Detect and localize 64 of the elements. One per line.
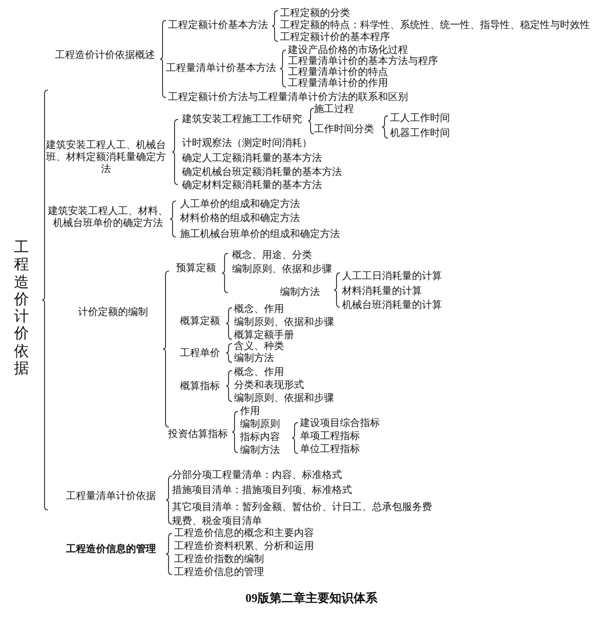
topic-label: 编制方法 xyxy=(280,287,320,299)
topic-label: 编制原则 xyxy=(240,419,280,431)
topic-label: 概念、作用 xyxy=(234,304,284,316)
topic-label: 工程造价信息的管理 xyxy=(66,544,156,556)
topic-label: 编制原则、依据和步骤 xyxy=(234,317,334,329)
topic-label: 概算定额手册 xyxy=(234,330,294,341)
topic-label: 工作时间分类 xyxy=(314,124,374,136)
caption: 09版第二章主要知识体系 xyxy=(244,590,378,607)
topic-label: 工程量清单计价的基本方法与程序 xyxy=(288,56,438,67)
topic-label: 编制方法 xyxy=(234,353,274,365)
topic-label: 工程定额计价基本方法 xyxy=(168,20,268,32)
topic-label: 确定材料定额消耗量的基本方法 xyxy=(182,180,322,192)
topic-label: 概算指标 xyxy=(180,381,220,393)
topic-label: 概算定额 xyxy=(180,316,220,328)
topic-label: 概念、作用 xyxy=(234,367,284,379)
topic-label: 编制原则、依据和步骤 xyxy=(234,393,334,405)
topic-label: 建设项目综合指标 xyxy=(300,418,380,430)
topic-label: 工程量清单计价依据 xyxy=(66,491,156,503)
topic-label: 编制原则、依据和步骤 xyxy=(232,264,332,276)
topic-label: 建筑安装工程人工、机械台班、材料定额消耗量确定方法 xyxy=(45,140,167,176)
topic-label: 建设产品价格的市场化过程 xyxy=(288,45,408,56)
topic-label: 单项工程指标 xyxy=(300,431,360,443)
topic-label: 施工过程 xyxy=(314,104,354,116)
topic-label: 工程量清单计价的作用 xyxy=(288,78,388,90)
topic-label: 概念、用途、分类 xyxy=(232,250,312,262)
topic-label: 施工机械台班单价的组成和确定方法 xyxy=(180,229,340,241)
topic-label: 计价定额的编制 xyxy=(78,307,148,319)
topic-label: 确定机械台班定额消耗量的基本方法 xyxy=(182,167,342,179)
topic-label: 工程造价指数的编制 xyxy=(174,554,264,566)
root-topic: 工程造价计价依据 xyxy=(14,240,29,378)
topic-label: 措施项目清单：措施项目列项、标准格式 xyxy=(172,485,352,497)
topic-label: 单位工程指标 xyxy=(300,444,360,456)
topic-label: 规费、税金项目清单 xyxy=(172,516,262,528)
topic-label: 工程造价资料积累、分析和运用 xyxy=(174,541,314,553)
topic-label: 工人工作时间 xyxy=(390,113,450,125)
topic-label: 工程造价信息的管理 xyxy=(174,567,264,579)
topic-label: 作用 xyxy=(240,406,260,418)
topic-label: 其它项目清单：暂列金额、暂估价、计日工、总承包服务费 xyxy=(172,502,432,514)
topic-label: 工程定额的特点：科学性、系统性、统一性、指导性、稳定性与时效性 xyxy=(280,20,590,32)
topic-label: 机器工作时间 xyxy=(390,128,450,140)
topic-label: 工程定额的分类 xyxy=(280,8,350,20)
topic-label: 材料价格的组成和确定方法 xyxy=(180,213,300,225)
topic-label: 分类和表现形式 xyxy=(234,380,304,392)
topic-label: 预算定额 xyxy=(176,263,216,275)
topic-label: 工程定额计价方法与工程量清单计价方法的联系和区别 xyxy=(168,92,408,104)
topic-label: 人工单价的组成和确定方法 xyxy=(180,199,300,211)
topic-label: 工程造价计价依据概述 xyxy=(55,50,155,62)
topic-label: 含义、种类 xyxy=(234,341,284,352)
topic-label: 编制方法 xyxy=(240,445,280,457)
topic-label: 计时观察法（测定时间消耗） xyxy=(182,138,312,150)
topic-label: 工程量清单计价基本方法 xyxy=(166,63,276,75)
topic-label: 投资估算指标 xyxy=(168,429,228,441)
topic-label: 建筑安装工程人工、材料、机械台班单价的确定方法 xyxy=(47,206,169,230)
topic-label: 工程造价信息的概念和主要内容 xyxy=(174,528,314,540)
topic-label: 材料消耗量的计算 xyxy=(342,286,422,298)
topic-label: 指标内容 xyxy=(240,432,280,444)
topic-label: 工程定额计价的基本程序 xyxy=(280,32,390,44)
topic-label: 确定人工定额消耗量的基本方法 xyxy=(182,153,322,165)
topic-label: 工程量清单计价的特点 xyxy=(288,67,388,78)
topic-label: 建筑安装工程施工工作研究 xyxy=(182,114,302,126)
topic-label: 分部分项工程量清单：内容、标准格式 xyxy=(172,470,342,482)
topic-label: 机械台班消耗量的计算 xyxy=(342,300,442,312)
topic-label: 人工工日消耗量的计算 xyxy=(342,271,442,283)
topic-label: 工程单价 xyxy=(180,348,220,360)
